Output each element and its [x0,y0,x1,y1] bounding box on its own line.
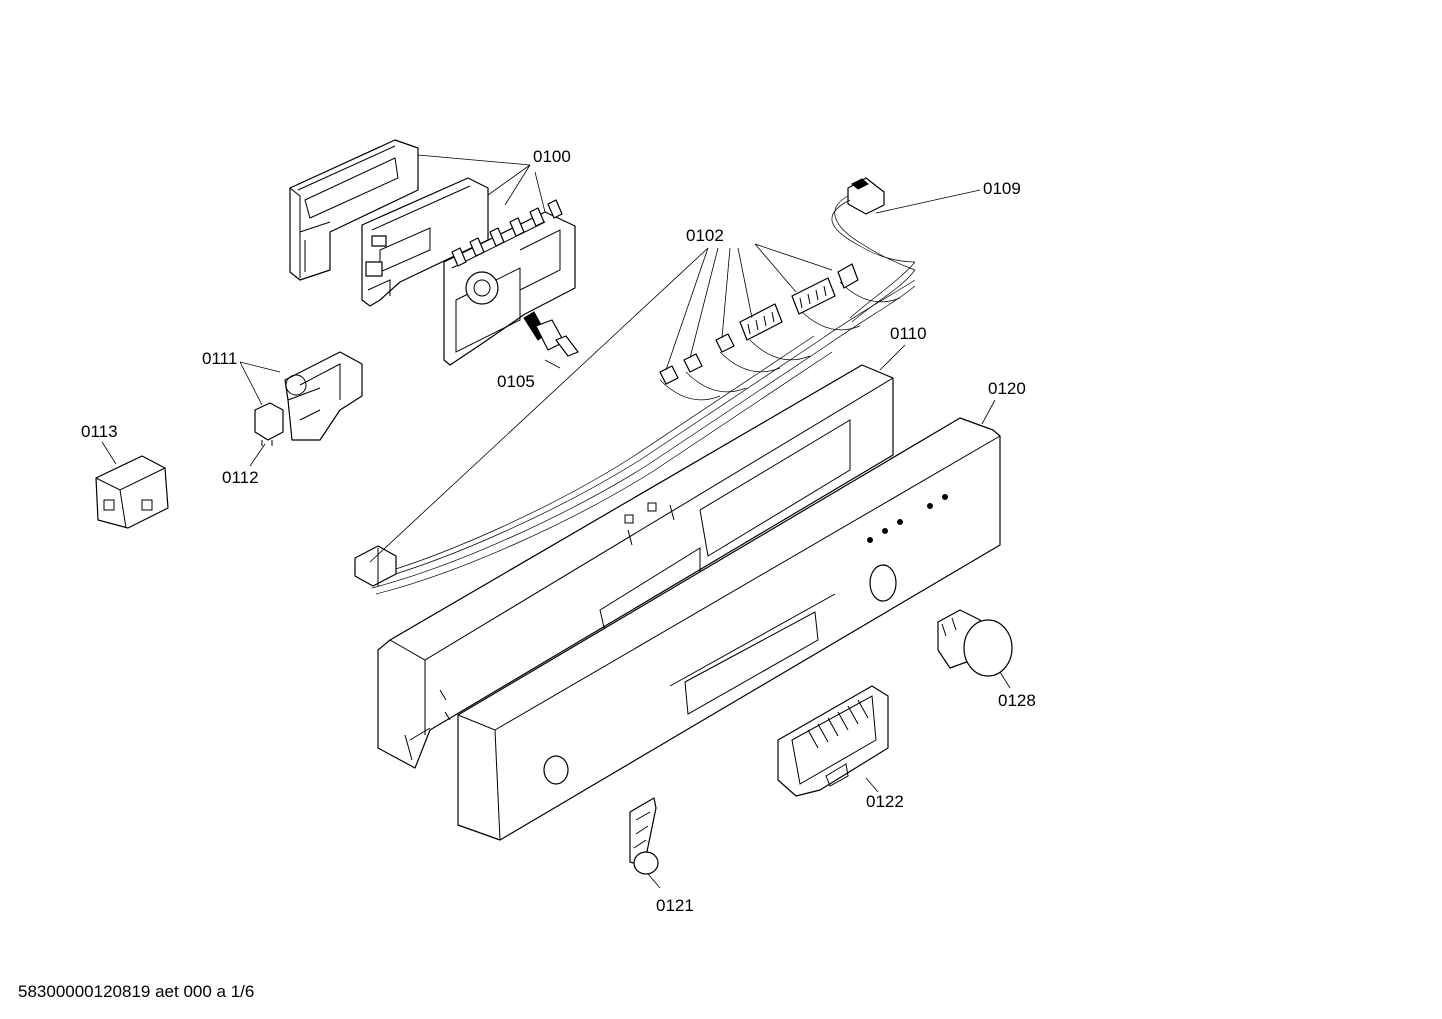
label-0110: 0110 [890,324,927,343]
part-0102-wiring-harness [354,263,916,595]
part-0121-button [629,797,659,875]
part-0111-main-switch [284,351,363,441]
part-0109-wire-connector [831,177,916,323]
label-0113: 0113 [81,422,118,441]
part-labels: 0100 0109 0102 0110 0111 0105 0120 0113 … [81,147,1036,915]
label-0128: 0128 [998,691,1036,710]
label-0120: 0120 [988,379,1026,398]
label-0102: 0102 [686,226,724,245]
label-0112: 0112 [222,468,259,487]
part-0112-suppressor [254,402,284,446]
part-0113-module [95,455,169,529]
document-footer: 58300000120819 aet 000 a 1/6 [18,982,254,1001]
part-0105-sensor [523,311,579,357]
label-0122: 0122 [866,792,904,811]
part-0122-handle [777,685,889,797]
label-0111: 0111 [202,349,237,368]
part-0120-control-panel [457,417,1001,841]
part-0128-knob [937,609,1013,677]
label-0105: 0105 [497,372,535,391]
label-0109: 0109 [983,179,1021,198]
label-0121: 0121 [656,896,694,915]
part-0100-housing [289,139,576,366]
leader-lines [101,154,1011,889]
label-0100: 0100 [533,147,571,166]
